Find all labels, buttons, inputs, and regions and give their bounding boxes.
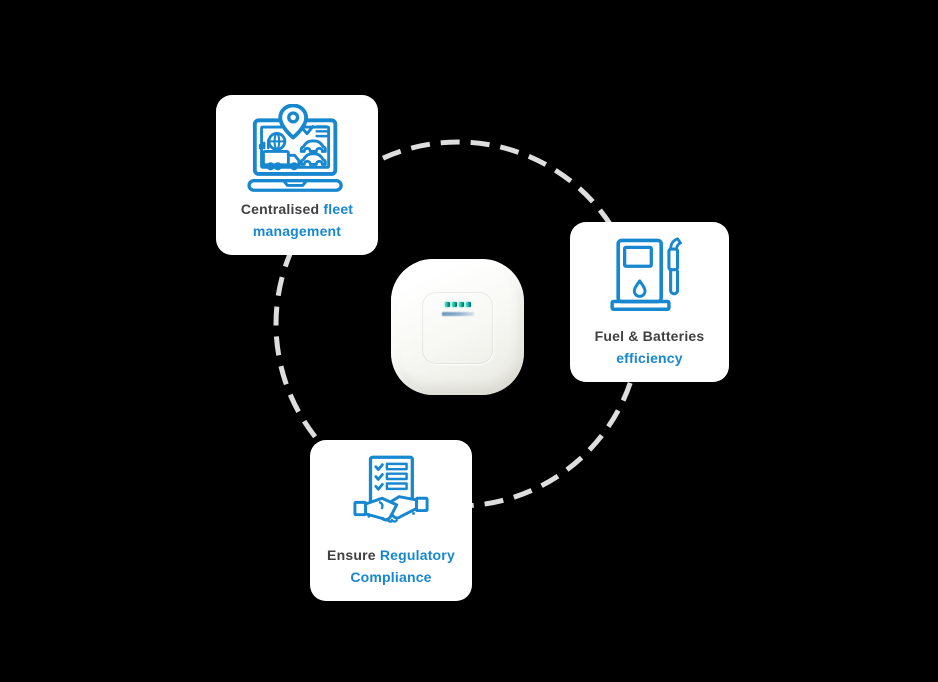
compliance-card-label: Ensure Regulatory Compliance [327, 544, 455, 588]
fuel-label-line2: efficiency [616, 350, 683, 366]
device-led [444, 302, 450, 307]
device-brand-logo [441, 312, 474, 316]
compliance-label-line1: Ensure Regulatory [327, 544, 455, 566]
compliance-label-line2: Compliance [350, 569, 432, 585]
compliance-label-dark-part: Ensure [327, 547, 380, 563]
fleet-management-laptop-icon [247, 103, 343, 192]
card-fleet-management: Centralised fleet management [216, 95, 378, 255]
device-led [458, 302, 464, 307]
fleet-card-label: Centralised fleet management [241, 198, 353, 242]
fleet-label-line2: management [252, 223, 342, 239]
fleet-label-line1: Centralised fleet [241, 198, 353, 220]
device-led-indicators [444, 302, 471, 307]
fuel-label-dark-part: Fuel & Batteries [594, 328, 705, 344]
fuel-pump-icon [609, 236, 682, 311]
telematics-gateway-device [391, 259, 524, 395]
checklist-handshake-icon [353, 455, 429, 523]
fuel-icon-wrap [570, 222, 729, 325]
device-led [465, 302, 471, 307]
fleet-label-blue-part: fleet [323, 201, 354, 217]
fuel-card-label: Fuel & Batteries efficiency [595, 325, 705, 369]
device-front-panel [422, 292, 493, 364]
card-regulatory-compliance: Ensure Regulatory Compliance [310, 440, 472, 601]
compliance-label-blue-part: Regulatory [379, 547, 455, 563]
device-led [451, 302, 457, 307]
fleet-icon-wrap [216, 95, 378, 198]
fleet-label-dark-part: Centralised [240, 201, 324, 217]
card-fuel-batteries-efficiency: Fuel & Batteries efficiency [570, 222, 729, 382]
compliance-icon-wrap [310, 440, 472, 544]
fuel-label-line1: Fuel & Batteries [595, 325, 705, 347]
